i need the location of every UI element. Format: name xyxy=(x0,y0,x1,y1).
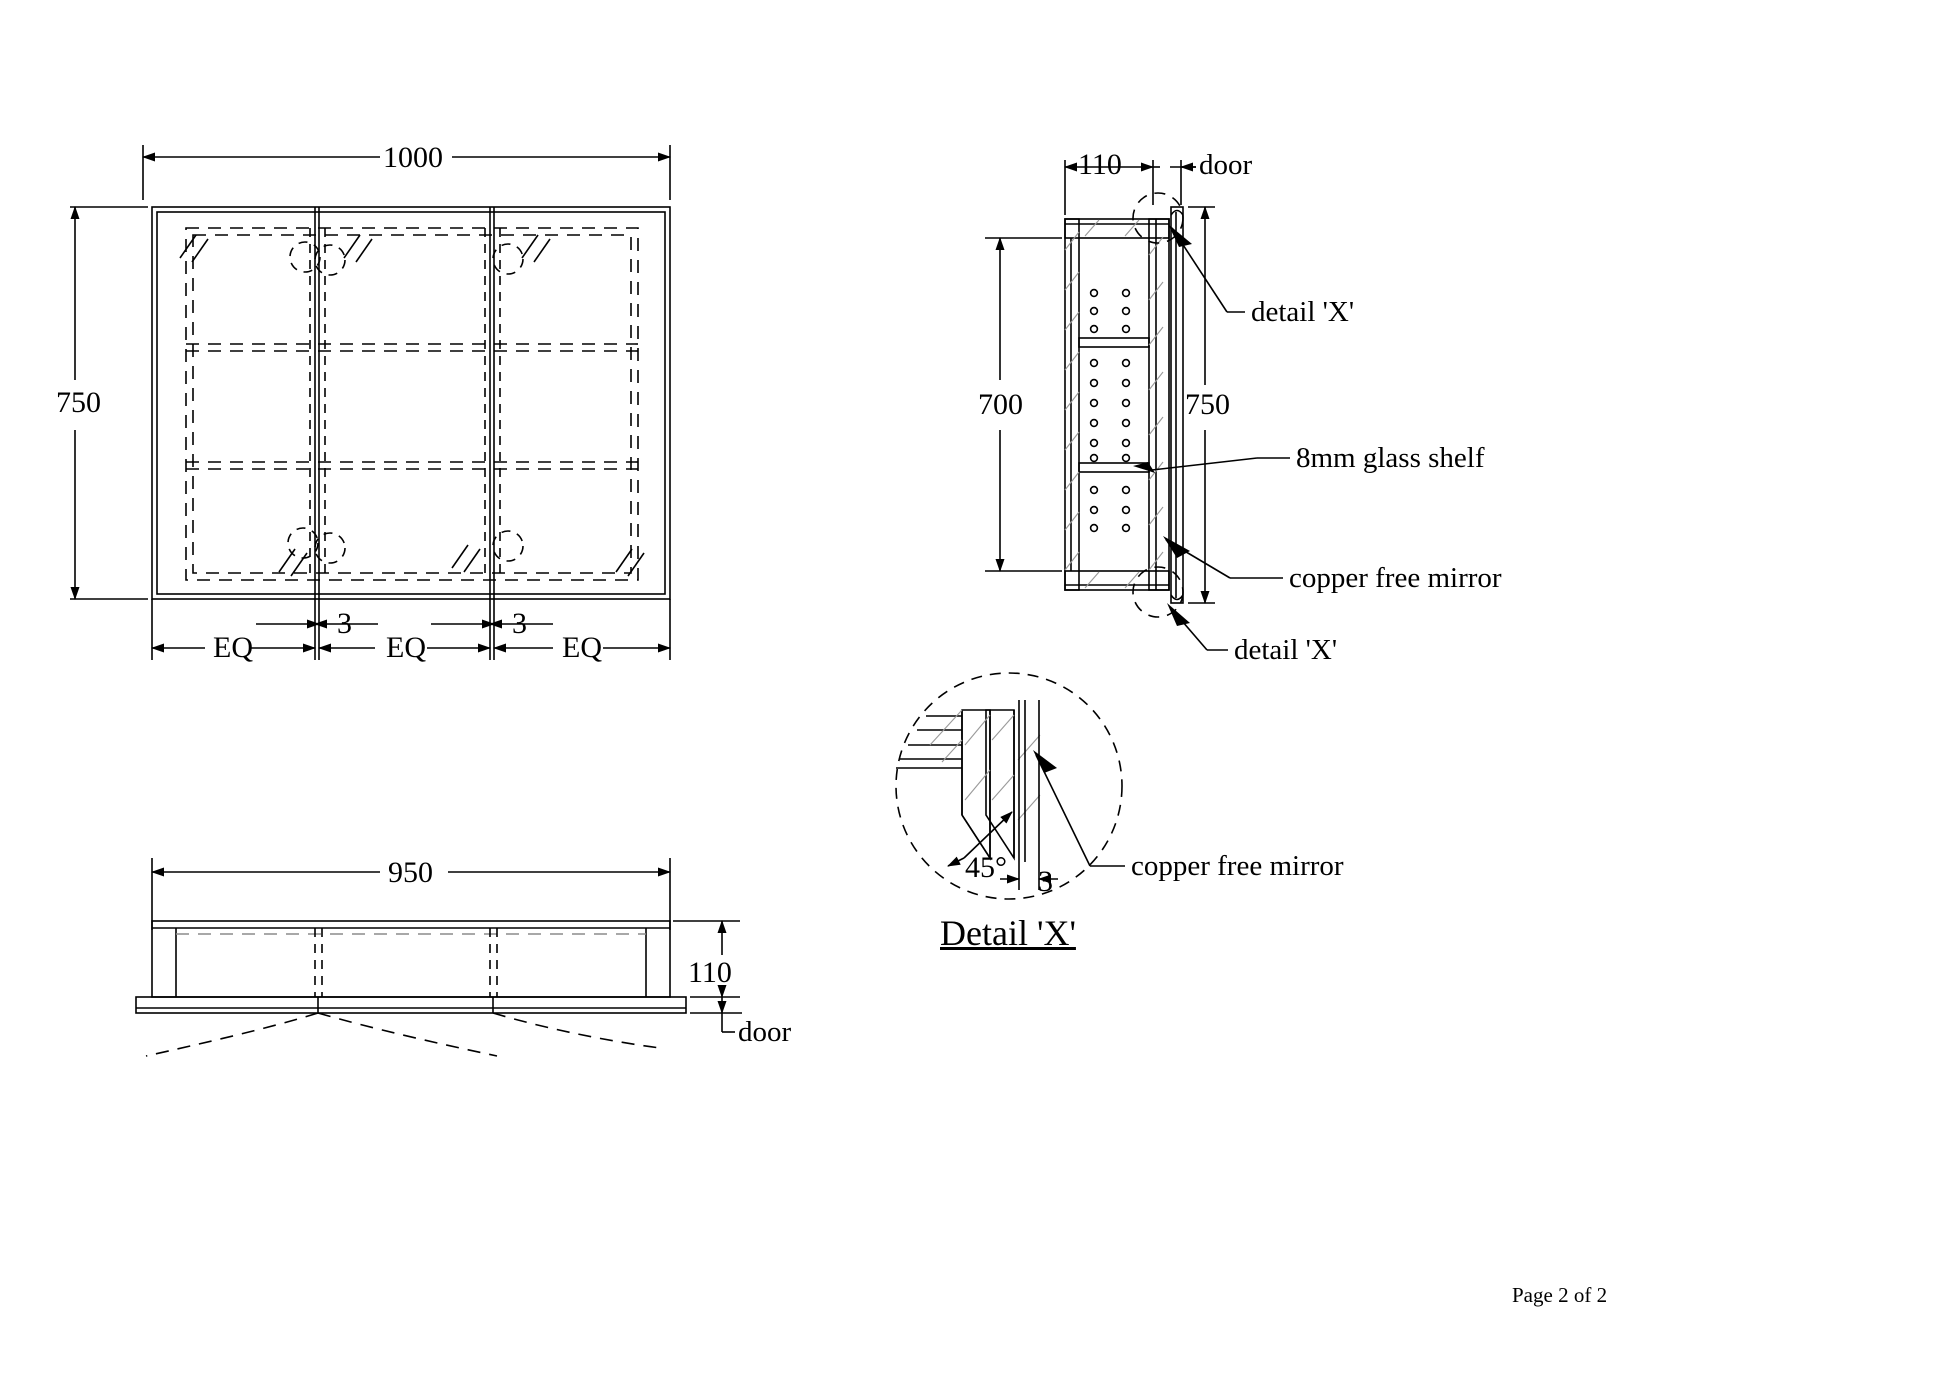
callout-detail-x-bottom: detail 'X' xyxy=(1234,634,1338,666)
detail-x-geometry xyxy=(895,672,1125,900)
detail-copper-free-mirror-callout: copper free mirror xyxy=(1131,850,1344,882)
side-section-geometry xyxy=(985,160,1290,651)
front-width-dim: 1000 xyxy=(383,141,443,174)
callout-glass-shelf: 8mm glass shelf xyxy=(1296,442,1485,474)
detail-angle-dim: 45° xyxy=(965,851,1007,884)
plan-section-geometry xyxy=(135,858,742,1057)
front-elevation-geometry xyxy=(70,145,671,660)
front-gap-dim-2: 3 xyxy=(512,607,527,640)
detail-thickness-dim: 3 xyxy=(1038,865,1053,898)
plan-depth-dim: 110 xyxy=(688,956,732,989)
side-depth-dim: 110 xyxy=(1078,148,1122,181)
callout-copper-free-mirror: copper free mirror xyxy=(1289,562,1502,594)
front-height-dim: 750 xyxy=(56,386,101,419)
side-inner-height-dim: 700 xyxy=(978,388,1023,421)
front-eq-dim-2: EQ xyxy=(386,631,426,664)
front-gap-dim-1: 3 xyxy=(337,607,352,640)
front-eq-dim-1: EQ xyxy=(213,631,253,664)
side-outer-height-dim: 750 xyxy=(1185,388,1230,421)
detail-x-title: Detail 'X' xyxy=(940,913,1076,953)
front-eq-dim-3: EQ xyxy=(562,631,602,664)
plan-door-label: door xyxy=(738,1016,792,1048)
callout-detail-x-top: detail 'X' xyxy=(1251,296,1355,328)
side-door-label: door xyxy=(1199,149,1253,181)
plan-width-dim: 950 xyxy=(388,856,433,889)
page-footer: Page 2 of 2 xyxy=(1512,1283,1608,1307)
